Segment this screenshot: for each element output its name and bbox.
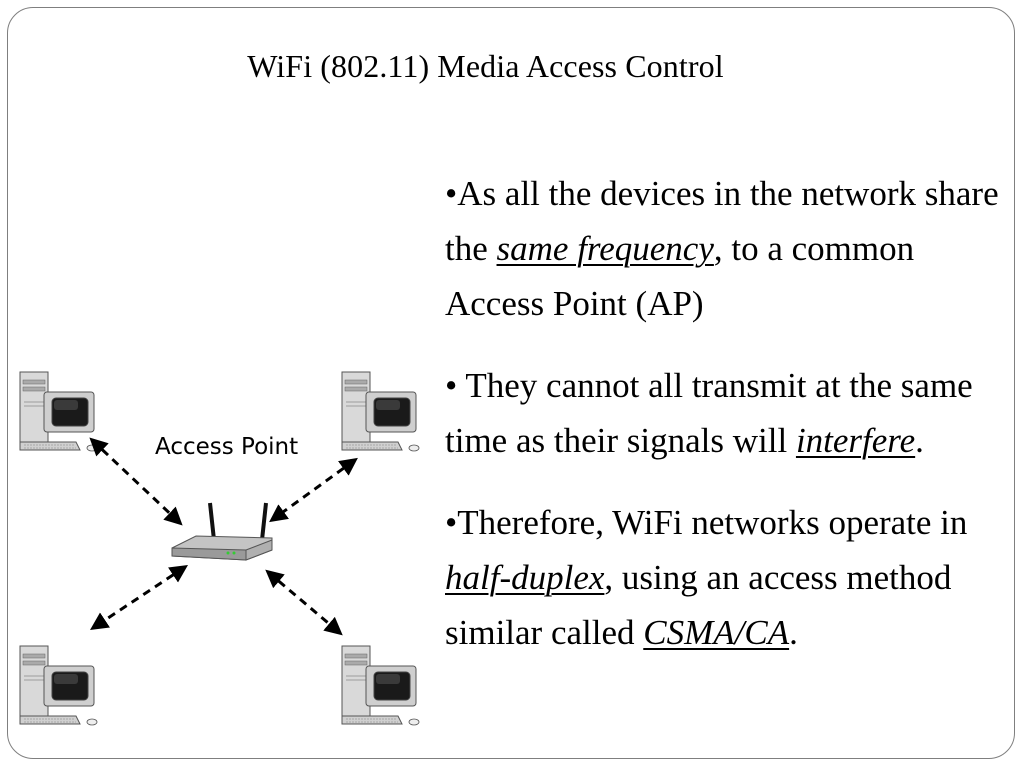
emphasis-text: CSMA/CA (643, 613, 790, 652)
slide: WiFi (802.11) Media Access Control •As a… (7, 7, 1015, 759)
bullet-text: . (789, 613, 798, 652)
bullet-marker: • (445, 366, 458, 405)
bullet-marker: • (445, 503, 458, 542)
bullet-text: , using an access method similar called (445, 558, 952, 652)
bullet-item-2: • They cannot all transmit at the same t… (445, 358, 1005, 468)
emphasis-text: half-duplex (445, 558, 605, 597)
bullet-text: They cannot all transmit at the same tim… (445, 366, 973, 460)
slide-title: WiFi (802.11) Media Access Control (247, 48, 724, 84)
bullet-item-3: •Therefore, WiFi networks operate in hal… (445, 495, 1005, 660)
bullet-text: . (915, 421, 924, 460)
bullet-text: , to a common Access Point (AP) (445, 229, 915, 323)
emphasis-text: same frequency (496, 229, 714, 268)
bullet-marker: • (445, 174, 458, 213)
emphasis-text: interfere (795, 421, 916, 460)
bullet-item-1: •As all the devices in the network share… (445, 166, 1005, 331)
access-point-label: Access Point (155, 434, 299, 460)
bullet-text: As all the devices in the network share … (445, 174, 999, 268)
bullet-list: •As all the devices in the network share… (445, 166, 1005, 687)
bullet-text: Therefore, WiFi networks operate in (457, 503, 968, 542)
